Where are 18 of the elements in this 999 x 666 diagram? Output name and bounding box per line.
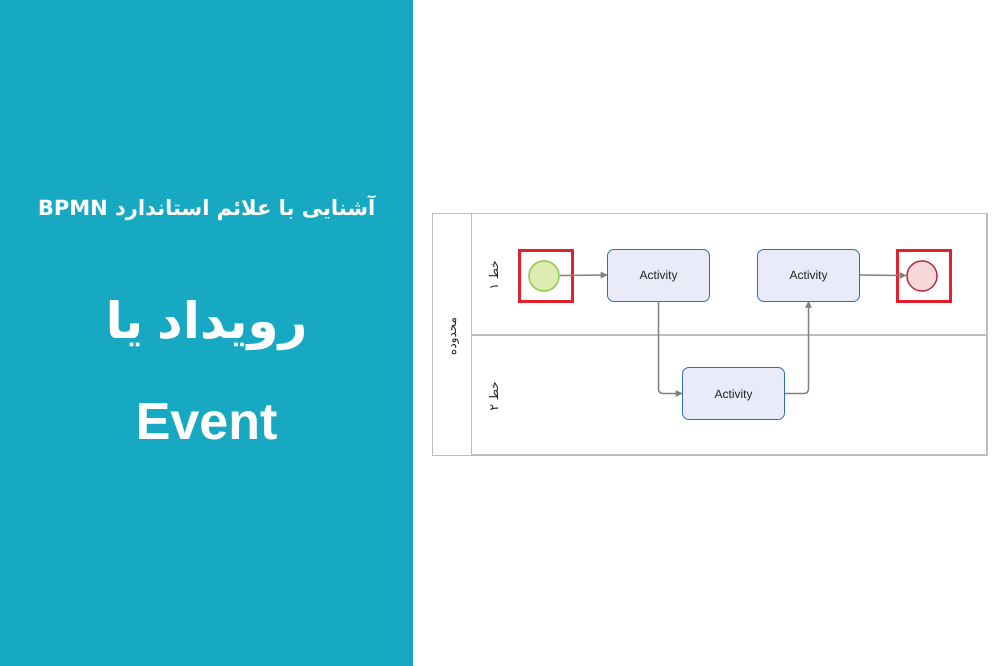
- lane-label: خط ۱: [487, 260, 501, 290]
- title: آشنایی با علائم استاندارد BPMN: [36, 196, 377, 220]
- arrow: [860, 272, 907, 279]
- lane-box: [471, 334, 987, 455]
- pool-box: [432, 213, 988, 456]
- activity-box: Activity: [682, 367, 785, 420]
- lane-box: [471, 212, 987, 336]
- end-event-circle: [906, 260, 938, 292]
- heading: رویداد یا: [104, 292, 308, 350]
- heading: Event: [134, 392, 278, 452]
- arrow: [658, 302, 683, 397]
- activity-box: Activity: [757, 248, 860, 302]
- arrow: [560, 272, 608, 279]
- arrow: [785, 300, 812, 394]
- pool-label: محدوده: [445, 316, 459, 354]
- activity-box: Activity: [607, 248, 710, 302]
- start-event-circle: [528, 260, 560, 292]
- lane-label: خط ۲: [487, 380, 501, 410]
